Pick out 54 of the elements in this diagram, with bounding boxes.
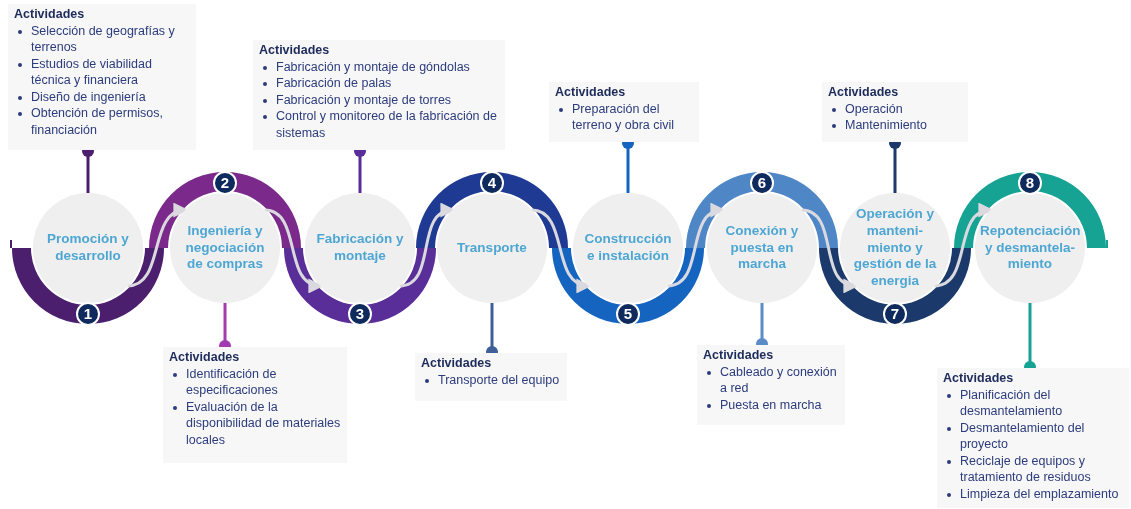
bullet-item: Fabricación y montaje de torres <box>259 91 499 108</box>
stage-circle <box>840 193 950 303</box>
activity-card <box>163 347 347 463</box>
stage-circle <box>305 193 415 303</box>
bullet-item: Puesta en marcha <box>703 396 839 413</box>
activity-card <box>822 82 968 142</box>
stage-circle <box>707 193 817 303</box>
step-number: 6 <box>750 170 774 195</box>
bullet-item: Diseño de ingeniería <box>14 88 190 105</box>
stage-title: Promoción y desarrollo <box>46 231 130 265</box>
bullet-item: Fabricación de palas <box>259 75 499 92</box>
stage-title: Transporte <box>457 239 527 257</box>
bullet-item: Operación <box>828 100 962 117</box>
card-heading: Actividades <box>943 370 1015 387</box>
activity-card <box>415 353 567 401</box>
card-heading: Actividades <box>421 355 493 372</box>
stage-title: Operación y manteni-miento y gestión de la energia <box>852 205 938 291</box>
card-heading: Actividades <box>169 349 241 366</box>
bullet-item: Control y monitoreo de la fabricación de sistemas <box>259 108 499 141</box>
bullet-item: Transporte del equipo <box>421 371 561 388</box>
card-heading: Actividades <box>703 347 775 364</box>
activity-card <box>549 82 699 142</box>
stage-circle <box>170 193 280 303</box>
step-number: 4 <box>480 170 504 195</box>
bullet-item: Preparación del terreno y obra civil <box>555 100 693 134</box>
stage-title: Construcción e instalación <box>583 231 673 265</box>
card-heading: Actividades <box>828 84 900 101</box>
bullet-item: Fabricación y montaje de góndolas <box>259 58 499 75</box>
stage-title: Ingeniería y negociación de compras <box>184 222 266 274</box>
bullet-item: Cableado y conexión a red <box>703 363 839 397</box>
bullet-item: Obtención de permisos, financiación <box>14 105 190 138</box>
activity-card <box>697 345 845 425</box>
activity-card <box>937 368 1129 508</box>
activity-card <box>253 40 505 150</box>
stage-circle <box>573 193 683 303</box>
step-number: 2 <box>213 170 237 195</box>
stage-title: Repotenciación y desmantela-miento <box>980 222 1080 274</box>
bullet-item: Limpieza del emplazamiento <box>943 485 1123 502</box>
bullet-item: Mantenimiento <box>828 117 962 134</box>
card-heading: Actividades <box>555 84 627 101</box>
bullet-item: Evaluación de la disponibilidad de materiales locales <box>169 398 341 448</box>
bullet-item: Selección de geografías y terrenos <box>14 22 190 56</box>
bullet-item: Planificación del desmantelamiento <box>943 386 1123 420</box>
activity-card <box>8 4 196 150</box>
card-heading: Actividades <box>259 42 331 59</box>
bullet-item: Reciclaje de equipos y tratamiento de residuos <box>943 452 1123 486</box>
bullet-item: Desmantelamiento del proyecto <box>943 419 1123 453</box>
stage-circle <box>437 193 547 303</box>
stage-title: Conexión y puesta en marcha <box>724 222 800 274</box>
bullet-item: Identificación de especificaciones <box>169 365 341 399</box>
bullet-item: Estudios de viabilidad técnica y financiera <box>14 55 190 89</box>
step-number: 8 <box>1018 170 1042 195</box>
card-heading: Actividades <box>14 6 86 23</box>
stage-title: Fabricación y montaje <box>315 231 405 265</box>
